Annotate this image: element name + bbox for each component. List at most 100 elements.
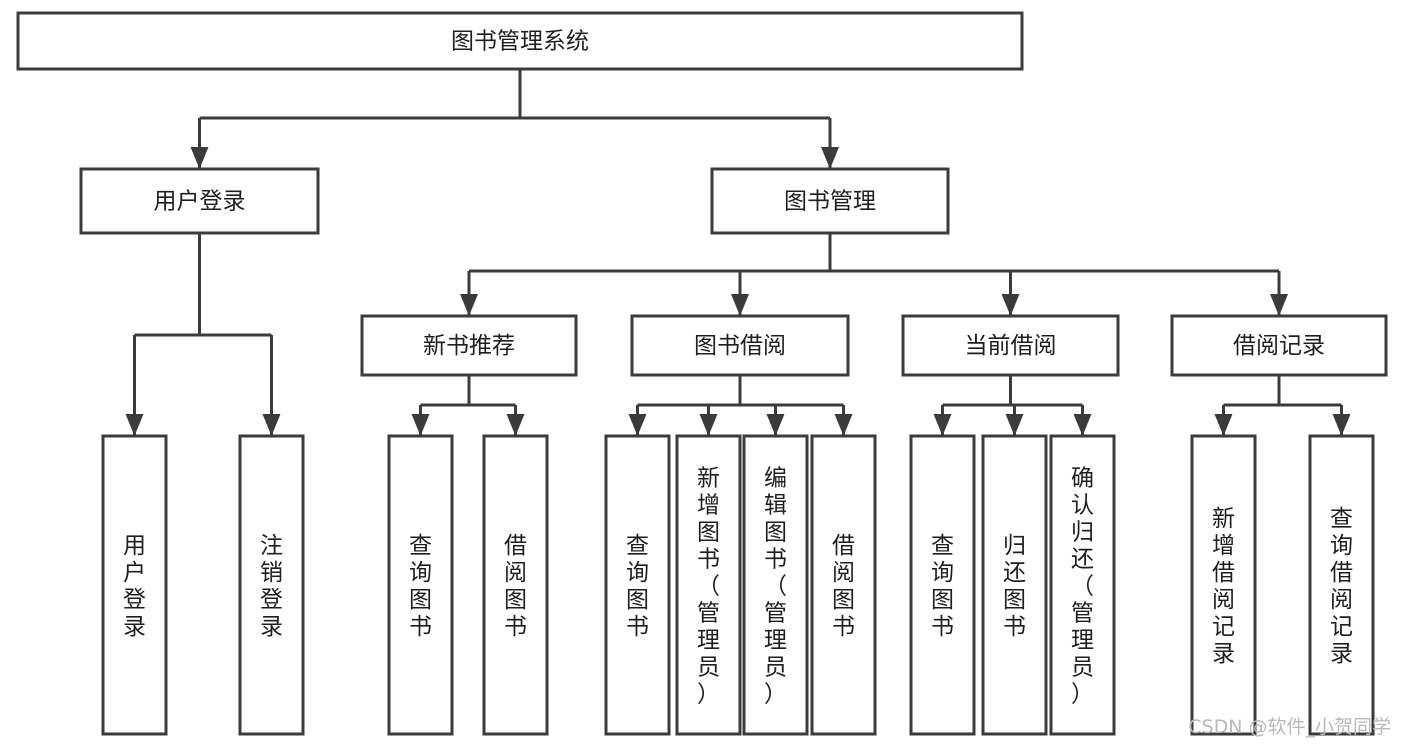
node-leaf-query-book-1-box[interactable]: [387, 434, 454, 736]
node-leaf-add-book-box[interactable]: [675, 434, 742, 736]
svg-text:录: 录: [123, 614, 146, 640]
node-current-borrow-label: 当前借阅: [965, 333, 1057, 359]
svg-text:书: 书: [697, 547, 720, 573]
node-borrow-record-box[interactable]: [1170, 314, 1388, 377]
svg-text:图: 图: [697, 520, 720, 546]
svg-text:确: 确: [1071, 466, 1094, 492]
node-leaf-query-record-box[interactable]: [1308, 434, 1375, 736]
node-leaf-borrow-book-1-box[interactable]: [482, 434, 549, 736]
svg-text:查: 查: [1330, 506, 1353, 532]
svg-text:借: 借: [1212, 560, 1235, 586]
svg-text:书: 书: [832, 614, 855, 640]
node-leaf-add-record-box[interactable]: [1190, 434, 1257, 736]
svg-text:（: （: [764, 574, 787, 600]
svg-text:借: 借: [504, 533, 527, 559]
node-leaf-confirm-return-box[interactable]: [1049, 434, 1116, 736]
leaf-fan-user-login-arrow-1: [262, 414, 281, 436]
svg-text:增: 增: [1212, 533, 1235, 559]
book-manage-to-level3-arrow-2: [1001, 294, 1020, 316]
svg-text:（: （: [697, 574, 720, 600]
leaf-fan-book-borrow-arrow-2: [766, 414, 785, 436]
svg-text:录: 录: [1330, 641, 1353, 667]
node-book-borrow-box[interactable]: [630, 314, 850, 377]
svg-text:销: 销: [260, 560, 283, 586]
leaf-fan-current-borrow-arrow-1: [1005, 414, 1024, 436]
svg-text:管: 管: [764, 601, 787, 627]
svg-text:询: 询: [626, 560, 649, 586]
node-user-login-label: 用户登录: [154, 189, 246, 215]
node-leaf-return-book-box[interactable]: [981, 434, 1048, 736]
node-leaf-borrow-book-2-box[interactable]: [810, 434, 877, 736]
leaf-fan-current-borrow-arrow-0: [933, 414, 952, 436]
svg-text:查: 查: [409, 533, 432, 559]
node-new-book-recommend-label: 新书推荐: [423, 333, 515, 359]
svg-text:理: 理: [764, 628, 787, 654]
svg-text:员: 员: [1071, 655, 1094, 681]
svg-text:询: 询: [409, 560, 432, 586]
leaf-fan-book-borrow-arrow-1: [699, 414, 718, 436]
svg-text:认: 认: [1071, 493, 1094, 519]
node-user-login-box[interactable]: [79, 167, 320, 235]
leaf-fan-book-borrow-arrow-0: [628, 414, 647, 436]
svg-text:图: 图: [504, 587, 527, 613]
svg-text:）: ）: [697, 682, 720, 708]
node-layer: 图书管理系统用户登录图书管理新书推荐图书借阅当前借阅借阅记录用户登录注销登录查询…: [16, 11, 1388, 736]
csdn-watermark: CSDN @软件_小贺同学: [1188, 716, 1391, 738]
svg-text:图: 图: [1003, 587, 1026, 613]
svg-text:新: 新: [1212, 506, 1235, 532]
node-leaf-query-book-3-box[interactable]: [909, 434, 976, 736]
svg-text:还: 还: [1003, 560, 1026, 586]
svg-text:书: 书: [626, 614, 649, 640]
node-leaf-user-login-box[interactable]: [101, 434, 168, 736]
node-new-book-recommend-box[interactable]: [360, 314, 578, 377]
svg-text:录: 录: [1212, 641, 1235, 667]
leaf-fan-borrow-record-arrow-0: [1214, 414, 1233, 436]
leaf-fan-borrow-record-arrow-1: [1332, 414, 1351, 436]
svg-text:书: 书: [504, 614, 527, 640]
svg-text:辑: 辑: [764, 493, 787, 519]
svg-text:查: 查: [931, 533, 954, 559]
node-book-manage-box[interactable]: [710, 167, 950, 235]
svg-text:增: 增: [697, 493, 720, 519]
node-borrow-record-label: 借阅记录: [1233, 333, 1325, 359]
svg-text:书: 书: [931, 614, 954, 640]
connector-layer: [125, 69, 1351, 436]
node-leaf-edit-book-box[interactable]: [742, 434, 809, 736]
node-leaf-query-book-2-box[interactable]: [604, 434, 671, 736]
leaf-fan-current-borrow-arrow-2: [1073, 414, 1092, 436]
svg-text:户: 户: [123, 560, 146, 586]
svg-text:登: 登: [123, 587, 146, 613]
svg-text:图: 图: [764, 520, 787, 546]
svg-text:编: 编: [764, 466, 787, 492]
node-leaf-logout-box[interactable]: [238, 434, 305, 736]
svg-text:阅: 阅: [1212, 587, 1235, 613]
root-to-level2-arrow-0: [190, 147, 209, 169]
svg-text:管: 管: [697, 601, 720, 627]
svg-text:书: 书: [409, 614, 432, 640]
svg-text:用: 用: [123, 533, 146, 559]
leaf-fan-book-borrow-arrow-3: [834, 414, 853, 436]
svg-text:书: 书: [1003, 614, 1026, 640]
book-manage-to-level3-arrow-1: [731, 294, 749, 316]
svg-text:询: 询: [1330, 533, 1353, 559]
node-root-box[interactable]: [16, 11, 1024, 71]
svg-text:新: 新: [697, 466, 720, 492]
book-manage-to-level3-arrow-0: [460, 294, 478, 316]
svg-text:图: 图: [832, 587, 855, 613]
svg-text:记: 记: [1212, 614, 1235, 640]
svg-text:录: 录: [260, 614, 283, 640]
node-leaf-user-login-label: 用户登录: [123, 533, 146, 640]
svg-text:（: （: [1071, 574, 1094, 600]
node-current-borrow-box[interactable]: [901, 314, 1120, 377]
svg-text:阅: 阅: [504, 560, 527, 586]
svg-text:阅: 阅: [1330, 587, 1353, 613]
